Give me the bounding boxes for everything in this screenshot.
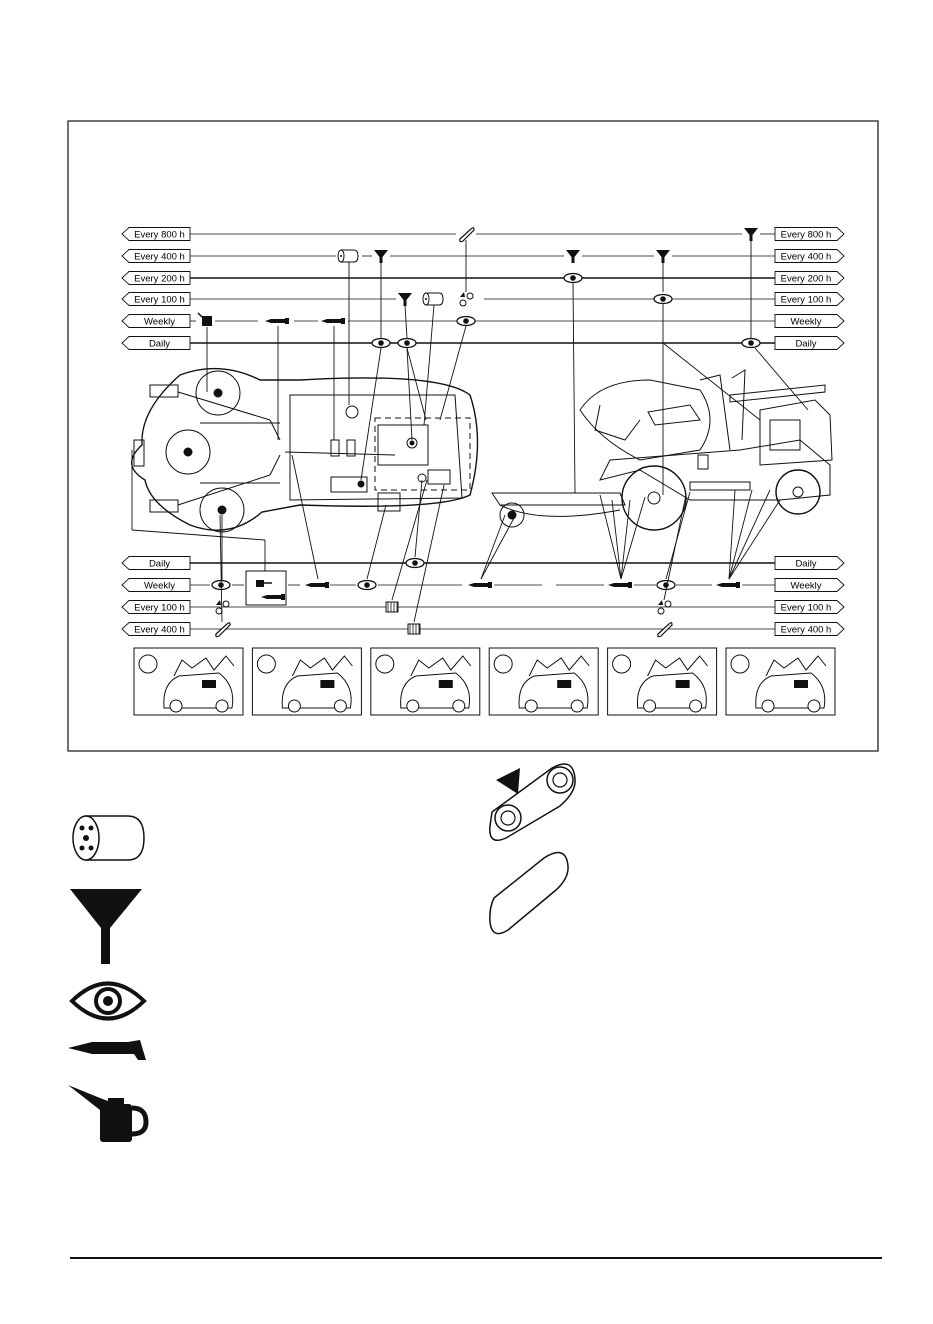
fuel-oil-level-icon xyxy=(134,648,243,715)
interval-tag: Daily xyxy=(775,557,844,570)
interval-label: Weekly xyxy=(144,581,175,592)
coolant-level-icon xyxy=(252,648,361,715)
interval-label: Every 400 h xyxy=(134,625,185,636)
interval-label: Every 100 h xyxy=(134,295,185,306)
interval-label: Weekly xyxy=(791,317,822,328)
tyre-pressure-icon xyxy=(371,648,480,715)
interval-tag: Weekly xyxy=(122,315,190,328)
legend xyxy=(68,764,575,1142)
engine-oil-icon xyxy=(489,648,598,715)
belt-tension-icon xyxy=(490,764,575,840)
oil-can-icon xyxy=(68,1085,146,1142)
footer-rule xyxy=(70,1257,882,1259)
interval-label: Weekly xyxy=(791,581,822,592)
interval-label: Daily xyxy=(149,559,170,570)
interval-tag: Every 200 h xyxy=(775,272,844,285)
battery-icon xyxy=(726,648,835,715)
check-panels xyxy=(134,648,835,715)
mower-side-view xyxy=(492,370,832,530)
funnel-icon xyxy=(70,889,142,964)
oil-change-icon xyxy=(608,648,717,715)
interval-label: Every 100 h xyxy=(781,603,832,614)
interval-tag: Every 100 h xyxy=(775,601,844,614)
eye-inspect-icon xyxy=(72,984,144,1019)
interval-tag: Daily xyxy=(122,337,190,350)
interval-tag: Every 400 h xyxy=(122,250,190,263)
mower-top-view xyxy=(132,369,478,532)
interval-label: Daily xyxy=(795,559,816,570)
bottom-schedule-icons xyxy=(212,559,740,637)
interval-tag: Weekly xyxy=(122,579,190,592)
belt-icon xyxy=(490,853,568,934)
interval-tag: Every 400 h xyxy=(122,623,190,636)
interval-label: Every 100 h xyxy=(134,603,185,614)
interval-tag: Weekly xyxy=(775,315,844,328)
interval-tag: Every 100 h xyxy=(775,293,844,306)
interval-label: Weekly xyxy=(144,317,175,328)
interval-label: Daily xyxy=(149,339,170,350)
interval-tag: Every 800 h xyxy=(775,228,844,241)
interval-tag: Daily xyxy=(775,337,844,350)
interval-tag: Every 400 h xyxy=(775,623,844,636)
filter-cartridge-icon xyxy=(73,816,144,860)
interval-tag: Every 400 h xyxy=(775,250,844,263)
interval-label: Every 400 h xyxy=(134,252,185,263)
interval-tag: Every 100 h xyxy=(122,293,190,306)
top-schedule-icons xyxy=(198,228,760,348)
interval-tag: Every 100 h xyxy=(122,601,190,614)
interval-label: Every 400 h xyxy=(781,625,832,636)
interval-tag: Weekly xyxy=(775,579,844,592)
interval-label: Every 400 h xyxy=(781,252,832,263)
interval-tag: Every 200 h xyxy=(122,272,190,285)
interval-label: Every 100 h xyxy=(781,295,832,306)
interval-label: Every 200 h xyxy=(134,274,185,285)
interval-label: Every 200 h xyxy=(781,274,832,285)
interval-label: Every 800 h xyxy=(781,230,832,241)
grease-gun-icon xyxy=(68,1040,146,1060)
interval-label: Every 800 h xyxy=(134,230,185,241)
interval-tag: Every 800 h xyxy=(122,228,190,241)
interval-tag: Daily xyxy=(122,557,190,570)
interval-label: Daily xyxy=(795,339,816,350)
